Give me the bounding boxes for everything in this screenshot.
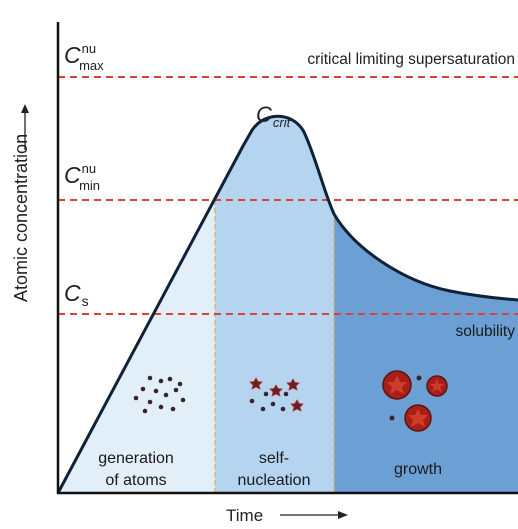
- atoms-particles: [133, 375, 186, 414]
- stage-growth-label: growth: [394, 461, 442, 478]
- stage-generation-label: generation: [98, 450, 174, 467]
- solubility-label: solubility: [456, 323, 516, 340]
- y-axis-title: Atomic concentration: [11, 134, 31, 302]
- stage-generation-label-2: of atoms: [105, 472, 166, 489]
- y-axis-arrow-head: [21, 104, 29, 113]
- stage-fill-growth: [334, 214, 518, 493]
- growth-particles: [382, 370, 448, 432]
- stage-fill-nucleation: [215, 116, 334, 493]
- cs-label: Cs: [64, 280, 89, 309]
- ccrit-label: Ccrit: [256, 102, 292, 130]
- nuclei-particles: [249, 377, 304, 412]
- x-axis-title: Time: [226, 506, 263, 525]
- critical-line-label: critical limiting supersaturation: [307, 51, 515, 68]
- svg-text:Atomic concentration: Atomic concentration: [11, 134, 31, 302]
- concentration-curve: [56, 114, 518, 494]
- stage-nucleation-label: self-: [259, 450, 289, 467]
- x-axis-arrow-head: [338, 511, 348, 519]
- stage-nucleation-label-2: nucleation: [238, 472, 311, 489]
